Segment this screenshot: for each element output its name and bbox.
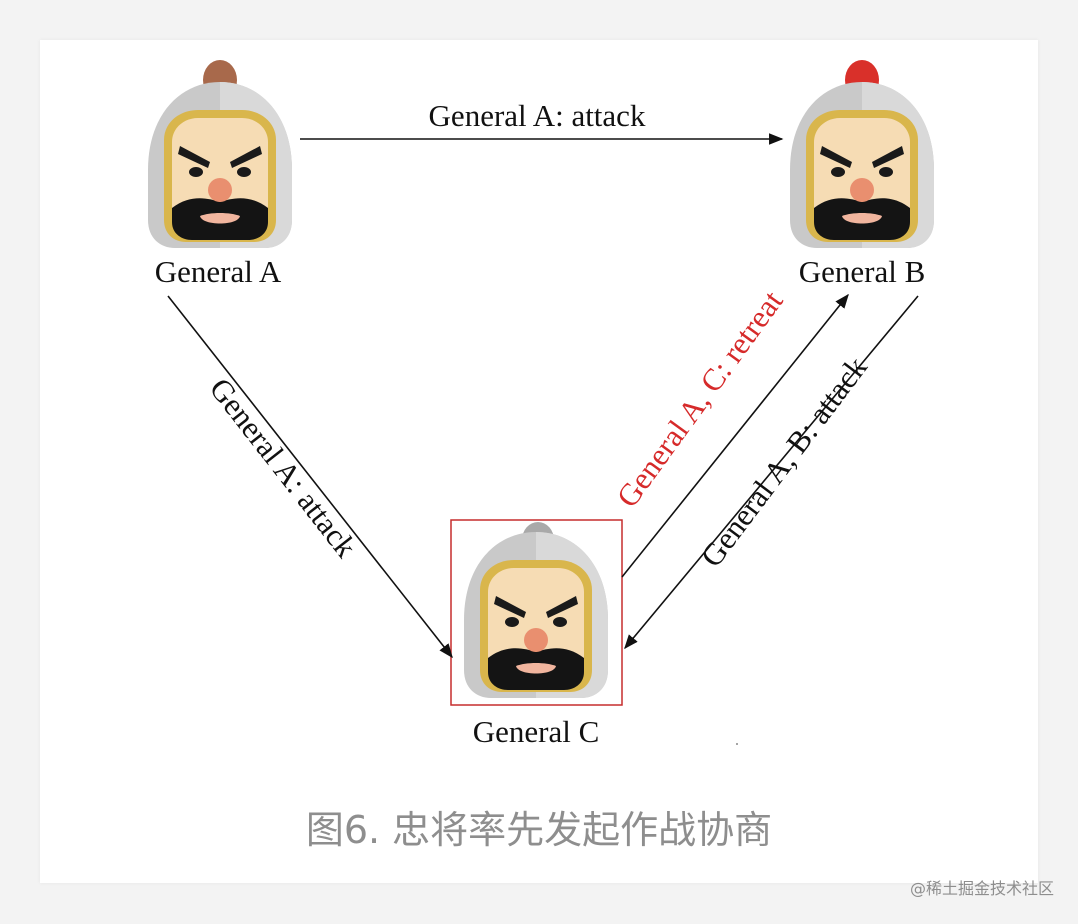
general-b-label: General B (799, 254, 926, 289)
figure-caption: 图6. 忠将率先发起作战协商 (306, 808, 772, 852)
general-b-face-icon (790, 82, 934, 248)
node-general-c: General C (450, 519, 623, 749)
general-a-face-icon (148, 82, 292, 248)
node-general-a: General A (148, 60, 292, 289)
node-general-b: General B (790, 60, 934, 289)
edge-a-to-c-label: General A: attack (203, 371, 364, 564)
edge-a-to-b-label: General A: attack (429, 98, 646, 133)
general-a-label: General A (155, 254, 282, 289)
edge-b-to-c: General A, B: attack (624, 295, 919, 650)
watermark-text: @稀土掘金技术社区 (910, 879, 1054, 898)
general-c-highlight-box (450, 519, 623, 706)
edge-a-to-b: General A: attack (300, 98, 784, 145)
general-c-face-icon (464, 532, 608, 698)
edge-a-to-c: General A: attack (167, 295, 453, 659)
general-c-label: General C (473, 714, 600, 749)
